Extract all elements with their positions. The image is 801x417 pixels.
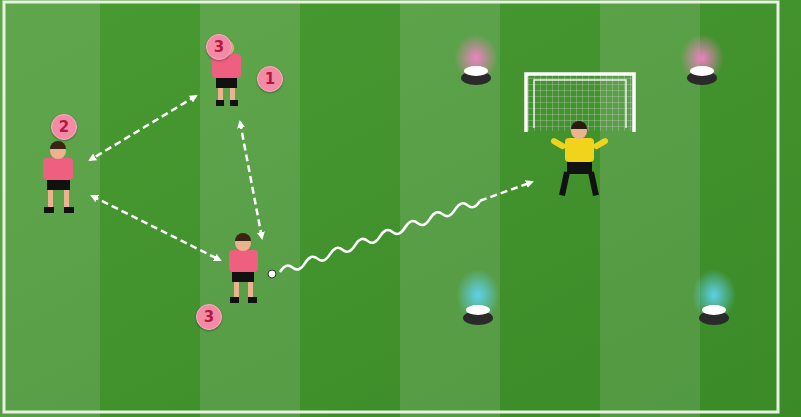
player: [229, 233, 276, 303]
pass-arrows: [90, 96, 262, 260]
pink-light: [454, 34, 498, 85]
grass-stripes: [0, 0, 700, 417]
callout-number: 3: [196, 304, 222, 330]
callout-number: 2: [51, 114, 77, 140]
blue-light: [456, 269, 500, 325]
goalkeeper: [550, 121, 609, 196]
callout-text: 1: [265, 72, 275, 87]
field-border: [4, 2, 778, 412]
callout-number: 3: [206, 34, 232, 60]
callout-text: 3: [204, 310, 214, 325]
player: [43, 141, 74, 213]
blue-light: [692, 269, 736, 325]
callout-text: 3: [214, 40, 224, 55]
pink-light: [680, 34, 724, 85]
goal: [526, 74, 634, 132]
callout-text: 2: [59, 120, 69, 135]
callout-number: 1: [257, 66, 283, 92]
dribble-path: [280, 182, 532, 272]
